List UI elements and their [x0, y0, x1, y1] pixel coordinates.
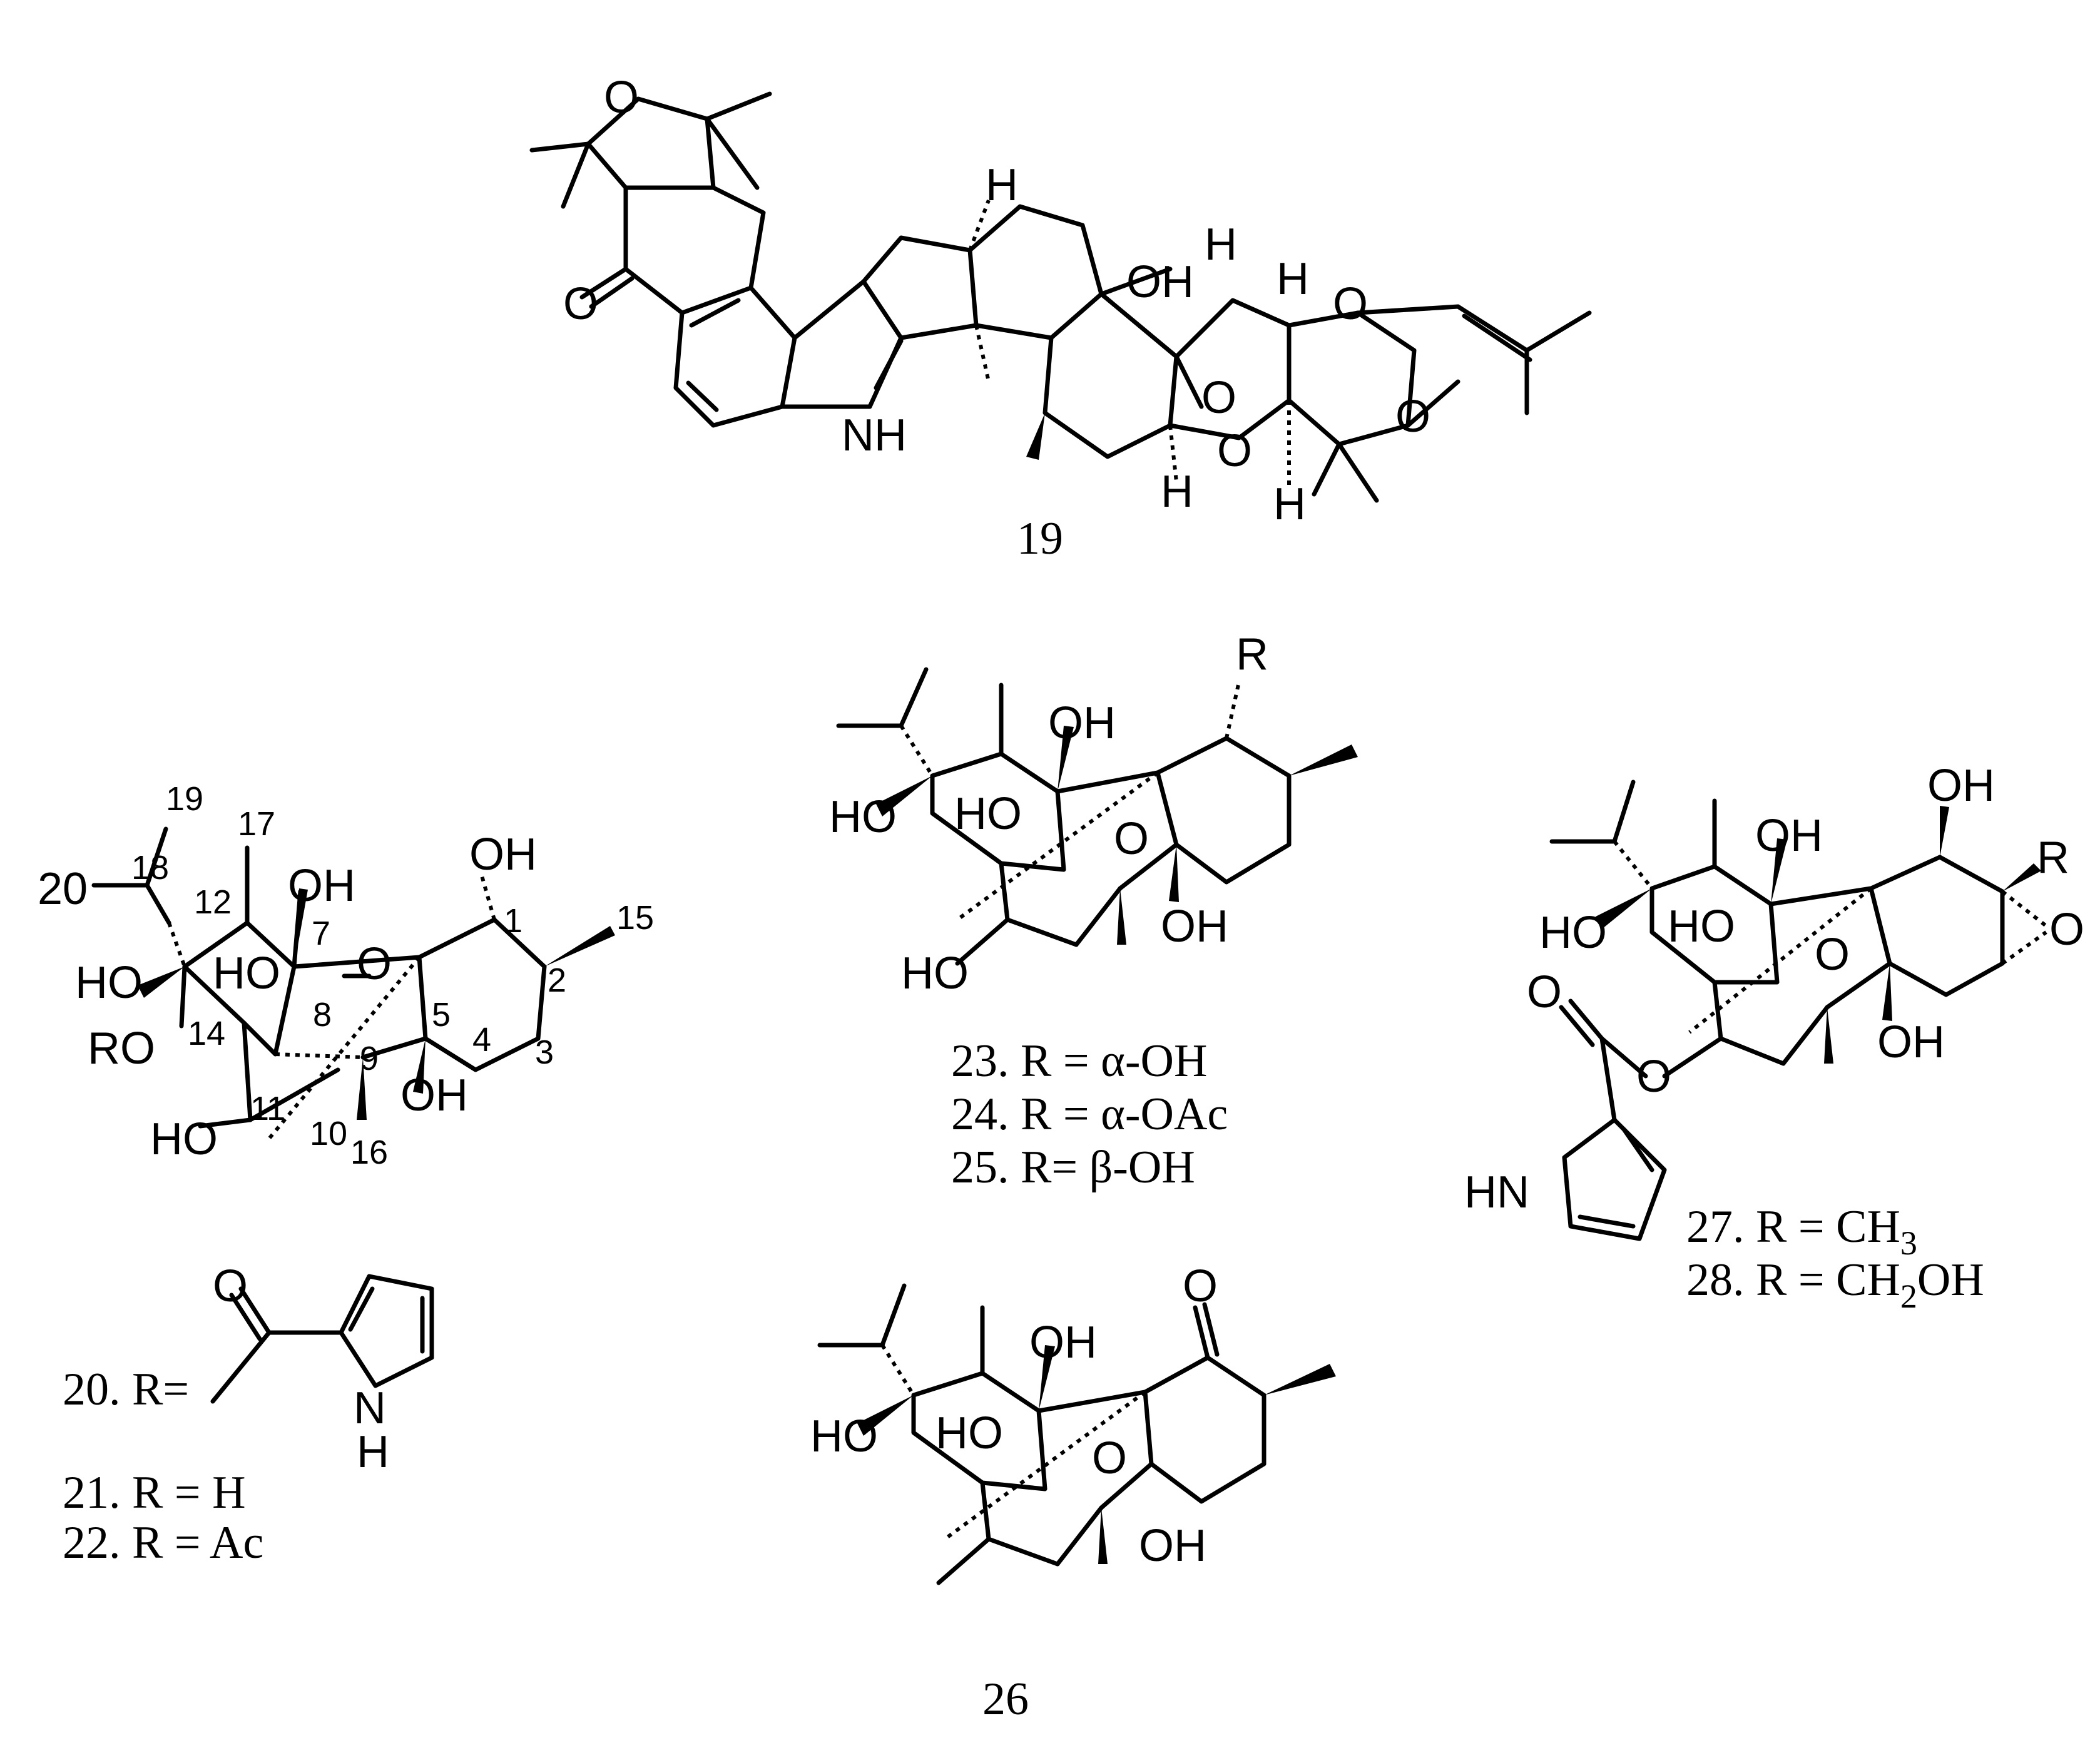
compound-27-label: 27. R = CH3	[1686, 1201, 1917, 1262]
compound-19-label: 19	[1017, 513, 1063, 564]
atom-ho: HO	[1668, 902, 1735, 952]
compound-20-22-structure: 20 19 17 18 12 OH 7 OH 1 2 15 3 4 5 HO 8…	[38, 780, 654, 1171]
atom-oh: OH	[400, 1070, 468, 1120]
atom-oh: OH	[1927, 761, 1995, 811]
atom-ho: HO	[901, 948, 969, 998]
atom-h: H	[1161, 467, 1193, 517]
compound-23-label: 23. R = α-OH	[951, 1035, 1207, 1087]
atom-o: O	[213, 1261, 248, 1311]
atom-oh: OH	[469, 830, 537, 880]
locant: 11	[250, 1090, 285, 1127]
atom-oh: OH	[1755, 811, 1823, 861]
compound-28-sub: 2	[1900, 1278, 1917, 1315]
locant: 17	[238, 805, 275, 843]
locant: 9	[360, 1040, 379, 1077]
atom-o: O	[1395, 392, 1430, 442]
atom-n: N	[354, 1383, 386, 1433]
compound-19-structure: O O NH H OH H H O O O O H H 19	[529, 73, 1592, 564]
compound-24-label: 24. R = α-OAc	[951, 1089, 1228, 1140]
atom-oh: OH	[1161, 902, 1228, 952]
compound-26-label: 26	[982, 1674, 1029, 1725]
atom-oh: OH	[1877, 1017, 1945, 1067]
atom-o: O	[2049, 905, 2084, 955]
atom-ho: HO	[935, 1408, 1003, 1458]
compound-26-structure: O OH HO HO O OH 26	[810, 1261, 1336, 1725]
atom-oh: OH	[1139, 1521, 1206, 1571]
locant: 20	[38, 864, 88, 914]
atom-o: O	[1092, 1433, 1127, 1483]
atom-o: O	[604, 73, 639, 123]
compound-22-label: 22. R = Ac	[63, 1517, 263, 1568]
locant: 4	[472, 1021, 491, 1059]
atom-oh: OH	[1126, 257, 1194, 307]
atom-o: O	[1636, 1052, 1671, 1102]
substituent-r: R	[2037, 833, 2069, 883]
locant: 8	[313, 996, 332, 1034]
substituent-r: R	[1236, 629, 1268, 679]
compound-27-28-structure: OH OH R HO HO O O OH O O HN 27. R = CH3 …	[1464, 761, 2084, 1315]
locant: 3	[535, 1034, 554, 1071]
atom-ho: HO	[75, 958, 143, 1008]
atom-oh: OH	[1048, 698, 1116, 748]
locant: 12	[194, 883, 232, 921]
atom-ho: HO	[829, 792, 897, 842]
locant: 1	[504, 902, 522, 940]
locant: 18	[131, 849, 169, 887]
compound-23-25-structure: R OH HO HO O OH HO 23. R = α-OH 24. R = …	[829, 629, 1358, 1193]
atom-o: O	[1527, 967, 1562, 1017]
atom-oh: OH	[1029, 1318, 1097, 1368]
atom-ro: RO	[88, 1024, 155, 1074]
compound-20-label: 20. R=	[63, 1364, 189, 1415]
atom-ho: HO	[1539, 908, 1607, 958]
atom-h: H	[986, 160, 1018, 210]
compound-28-label: 28. R = CH2OH	[1686, 1254, 1984, 1315]
atom-h: H	[1205, 220, 1237, 270]
locant: 15	[616, 899, 654, 937]
atom-h: H	[1277, 254, 1309, 304]
atom-o: O	[1815, 930, 1850, 980]
atom-o: O	[357, 939, 392, 989]
atom-h: H	[357, 1427, 389, 1477]
atom-o: O	[1114, 814, 1149, 864]
compound-28-prefix: 28. R = CH	[1686, 1254, 1900, 1306]
atom-o: O	[1201, 373, 1236, 423]
atom-ho: HO	[213, 948, 280, 998]
compound-21-label: 21. R = H	[63, 1467, 246, 1518]
compound-27-prefix: 27. R = CH	[1686, 1201, 1900, 1253]
atom-n: NH	[842, 410, 907, 460]
atom-ho: HO	[810, 1411, 878, 1461]
locant: 2	[548, 962, 566, 999]
atom-hn: HN	[1464, 1167, 1529, 1217]
atom-o: O	[1217, 426, 1252, 476]
atom-h: H	[1273, 479, 1306, 529]
compound-28-suffix: OH	[1917, 1254, 1984, 1306]
atom-o: O	[1333, 279, 1368, 329]
atom-o: O	[563, 279, 598, 329]
locant: 5	[432, 996, 451, 1034]
locant: 14	[188, 1015, 225, 1052]
locant: 7	[312, 915, 330, 952]
compound-27-sub: 3	[1900, 1224, 1917, 1262]
locant: 16	[350, 1134, 388, 1171]
atom-o: O	[1183, 1261, 1218, 1311]
compound-25-label: 25. R= β-OH	[951, 1142, 1195, 1193]
locant: 19	[166, 780, 203, 818]
atom-ho: HO	[150, 1114, 218, 1164]
atom-ho: HO	[954, 789, 1022, 839]
atom-oh: OH	[288, 861, 355, 911]
compound-20-r-group: O N H 20. R= 21. R = H 22. R = Ac	[63, 1261, 434, 1568]
locant: 10	[310, 1115, 347, 1152]
